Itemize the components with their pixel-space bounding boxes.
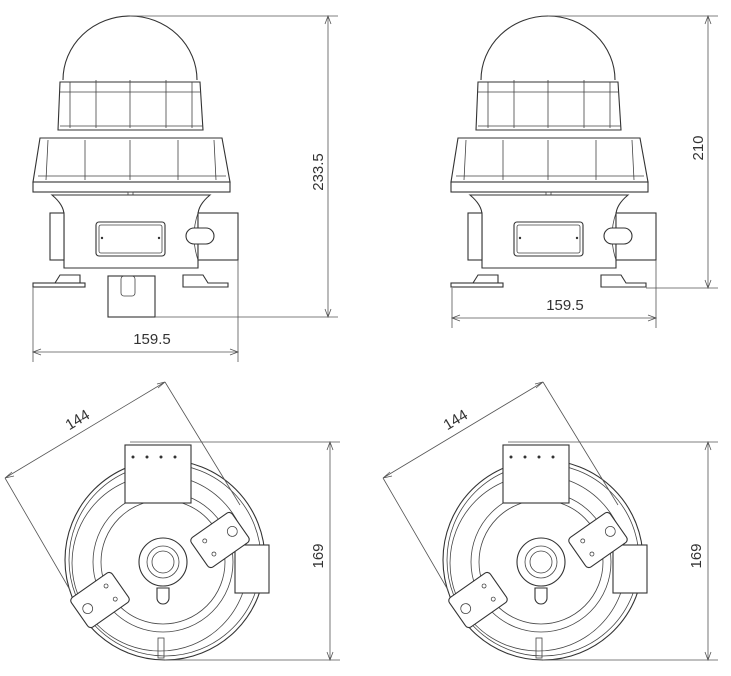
- front-view-a: 233.5 159.5: [31, 14, 338, 362]
- diagonal-dimension-label: 144: [63, 406, 93, 433]
- front-view-b: 210 159.5: [450, 14, 718, 328]
- height-dimension-label: 233.5: [310, 153, 327, 191]
- height-dimension-label: 210: [690, 135, 707, 160]
- height-dimension-label: 169: [688, 543, 705, 568]
- bottom-view-b: 144 169: [382, 381, 718, 662]
- width-dimension-label: 159.5: [546, 297, 584, 314]
- diagonal-dimension-label: 144: [441, 406, 471, 433]
- width-dimension-label: 159.5: [133, 331, 171, 348]
- height-dimension-label: 169: [310, 543, 327, 568]
- bottom-view-a: 144 169: [4, 381, 340, 662]
